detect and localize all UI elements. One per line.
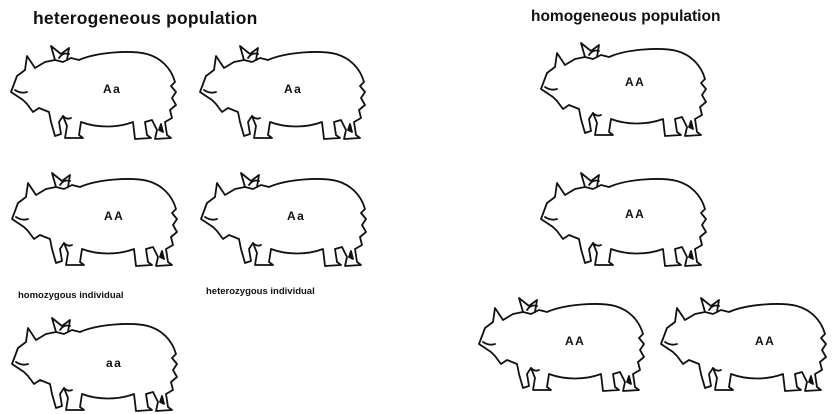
rhino-figure: AA [6,165,186,269]
heterozygous-individual-caption: heterozygous individual [206,286,315,297]
homozygous-individual-caption: homozygous individual [18,290,124,301]
rhino-outline-icon [6,310,186,414]
rhino-outline-icon [6,165,186,269]
rhino-outline-icon [195,165,375,269]
heterogeneous-population-title: heterogeneous population [33,8,258,29]
rhino-figure: aa [6,310,186,414]
rhino-figure: AA [535,165,715,269]
homogeneous-population-title: homogeneous population [531,8,720,26]
genotype-label: Aa [287,209,305,223]
genotype-label: aa [106,356,122,370]
genotype-label: Aa [284,82,302,96]
rhino-figure: AA [473,290,653,394]
rhino-figure: AA [655,290,835,394]
rhino-figure: Aa [195,165,375,269]
rhino-figure: Aa [5,38,185,142]
genotype-label: AA [755,334,775,348]
genotype-label: AA [625,75,645,89]
genotype-label: Aa [103,82,121,96]
genotype-label: AA [625,207,645,221]
rhino-figure: AA [535,35,715,139]
genotype-label: AA [104,209,124,223]
genotype-label: AA [565,334,585,348]
rhino-outline-icon [5,38,185,142]
rhino-outline-icon [473,290,653,394]
rhino-outline-icon [655,290,835,394]
rhino-figure: Aa [194,38,374,142]
